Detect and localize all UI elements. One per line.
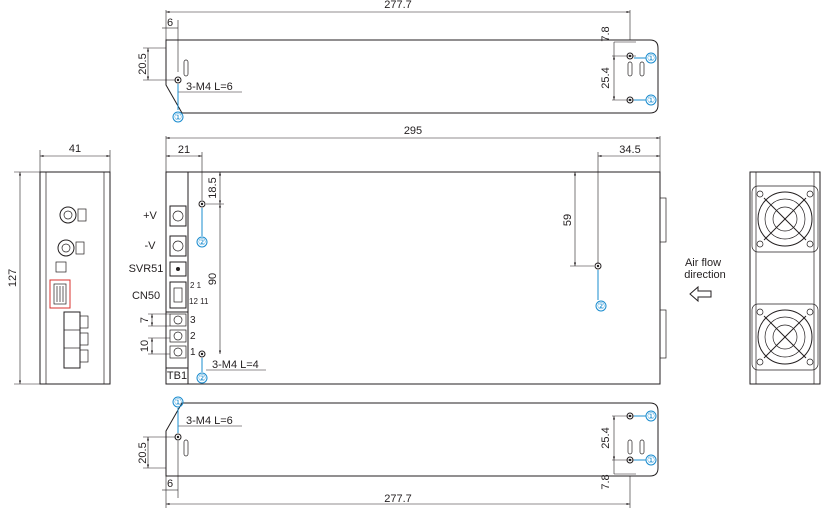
label-terminal-2: 2 (190, 331, 196, 342)
airflow-label-line1: Air flow (685, 257, 721, 269)
dim-front-34-5-label: 34.5 (619, 144, 640, 156)
front-view-outline (165, 171, 661, 385)
front-view: 295 21 34.5 18.5 90 59 ② ② 3 (129, 125, 667, 385)
fan-end-outline (749, 171, 821, 385)
airflow-indicator: Air flow direction (684, 257, 726, 303)
terminal-neg-v (169, 235, 187, 257)
marker-1-bottom-left: ① (174, 397, 182, 407)
side-view-outline (39, 171, 111, 385)
marker-1-top-left: ① (174, 112, 182, 122)
airflow-label-line2: direction (684, 269, 726, 281)
top-slot (183, 59, 189, 77)
marker-2-front-top: ② (198, 237, 206, 247)
fan-top-icon (751, 185, 819, 253)
label-cn50: CN50 (132, 290, 160, 302)
dim-top-length-label: 277.7 (384, 0, 412, 11)
dim-front-90-label: 90 (207, 273, 219, 285)
side-terminal-block (63, 311, 81, 369)
dim-front-18-5-label: 18.5 (207, 177, 219, 198)
dim-front-7-label: 7 (139, 317, 151, 323)
top-view-outline (165, 39, 659, 114)
label-neg-v: -V (145, 240, 157, 252)
svr51-potentiometer (169, 261, 187, 277)
dim-bottom-hole-edge-label: 7.8 (600, 474, 612, 489)
label-svr51: SVR51 (129, 263, 164, 275)
front-screw-label: 3-M4 L=4 (212, 359, 259, 371)
top-screw-label: 3-M4 L=6 (186, 81, 233, 93)
dim-front-10-label: 10 (139, 340, 151, 352)
label-terminal-1: 1 (190, 347, 196, 358)
dim-side-width-label: 41 (69, 143, 81, 155)
dim-front-length-label: 295 (404, 125, 422, 137)
cn50-connector (169, 281, 187, 309)
fan-bottom-icon (751, 303, 819, 371)
highlighted-connector (49, 279, 71, 309)
bottom-view-outline (165, 402, 659, 477)
dim-side-height-label: 127 (7, 269, 19, 287)
bottom-view: 3-M4 L=6 ① 20.5 6 277.7 25.4 7.8 ① (137, 396, 659, 508)
label-pos-v: +V (143, 210, 157, 222)
label-tb1: TB1 (167, 370, 187, 382)
marker-1-top-right-a: ① (647, 53, 655, 63)
dim-top-offset-label: 6 (167, 17, 173, 29)
dim-bottom-offset-label: 6 (167, 478, 173, 490)
marker-1-bottom-right-b: ① (647, 455, 655, 465)
dim-front-59-label: 59 (562, 214, 574, 226)
marker-2-front-bottom: ② (198, 373, 206, 383)
dim-bottom-height-label: 20.5 (137, 442, 149, 463)
airflow-arrow-icon (689, 285, 712, 303)
dim-top-hole-edge-label: 7.8 (600, 26, 612, 41)
marker-1-bottom-right-a: ① (647, 411, 655, 421)
label-terminal-3: 3 (190, 315, 196, 326)
label-pin-12-11: 12 11 (189, 297, 209, 306)
marker-2-front-right: ② (597, 301, 605, 311)
top-view: 277.7 6 20.5 3-M4 L=6 ① 7.8 25.4 (137, 0, 659, 123)
dim-front-21-label: 21 (178, 144, 190, 156)
marker-1-top-right-b: ① (647, 95, 655, 105)
dim-bottom-hole-pitch-label: 25.4 (600, 427, 612, 448)
fan-end-view (749, 171, 821, 385)
side-view: 41 127 (7, 143, 111, 385)
dim-top-hole-pitch-label: 25.4 (600, 67, 612, 88)
dim-top-height-label: 20.5 (137, 53, 149, 74)
dim-bottom-length-label: 277.7 (384, 493, 412, 505)
terminal-pos-v (169, 205, 187, 227)
bottom-screw-label: 3-M4 L=6 (186, 415, 233, 427)
label-pin-2-1: 2 1 (190, 281, 202, 290)
top-screw-hole (174, 76, 182, 84)
